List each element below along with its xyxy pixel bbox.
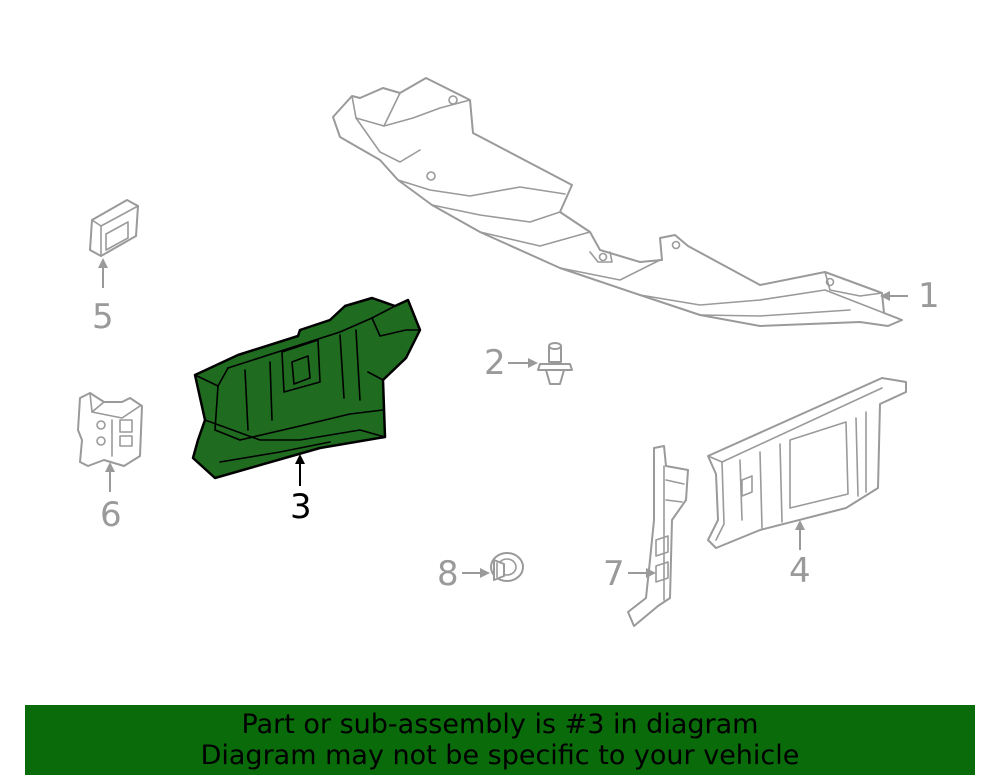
callout-8: 8 — [437, 554, 490, 594]
callout-3-label: 3 — [290, 487, 312, 527]
callout-4-label: 4 — [789, 551, 811, 591]
callout-2: 2 — [484, 343, 538, 383]
banner-line-1: Part or sub-assembly is #3 in diagram — [241, 709, 759, 740]
parts-diagram: 1 5 6 — [77, 77, 940, 627]
callout-4: 4 — [789, 520, 811, 591]
part-8-round-clip[interactable] — [490, 552, 524, 582]
callout-2-label: 2 — [484, 343, 506, 383]
part-info-banner: Part or sub-assembly is #3 in diagram Di… — [25, 705, 975, 775]
callout-6: 6 — [100, 462, 122, 535]
part-6-bracket[interactable] — [77, 392, 143, 467]
callout-6-label: 6 — [100, 495, 122, 535]
callout-7: 7 — [603, 554, 656, 594]
callout-8-label: 8 — [437, 554, 459, 594]
banner-line-2: Diagram may not be specific to your vehi… — [200, 740, 800, 771]
part-2-fastener[interactable] — [537, 342, 573, 385]
callout-1: 1 — [880, 276, 940, 316]
part-5-clip[interactable] — [89, 199, 139, 257]
callout-5: 5 — [92, 258, 114, 337]
part-4-lower-deflector[interactable] — [707, 377, 907, 549]
part-7-vertical-bracket[interactable] — [627, 445, 689, 627]
part-1-upper-cover[interactable] — [332, 77, 903, 327]
callout-5-label: 5 — [92, 297, 114, 337]
callout-7-label: 7 — [603, 554, 625, 594]
callout-3: 3 — [290, 454, 312, 527]
part-3-air-deflector[interactable] — [191, 296, 422, 480]
callout-1-label: 1 — [918, 276, 940, 316]
